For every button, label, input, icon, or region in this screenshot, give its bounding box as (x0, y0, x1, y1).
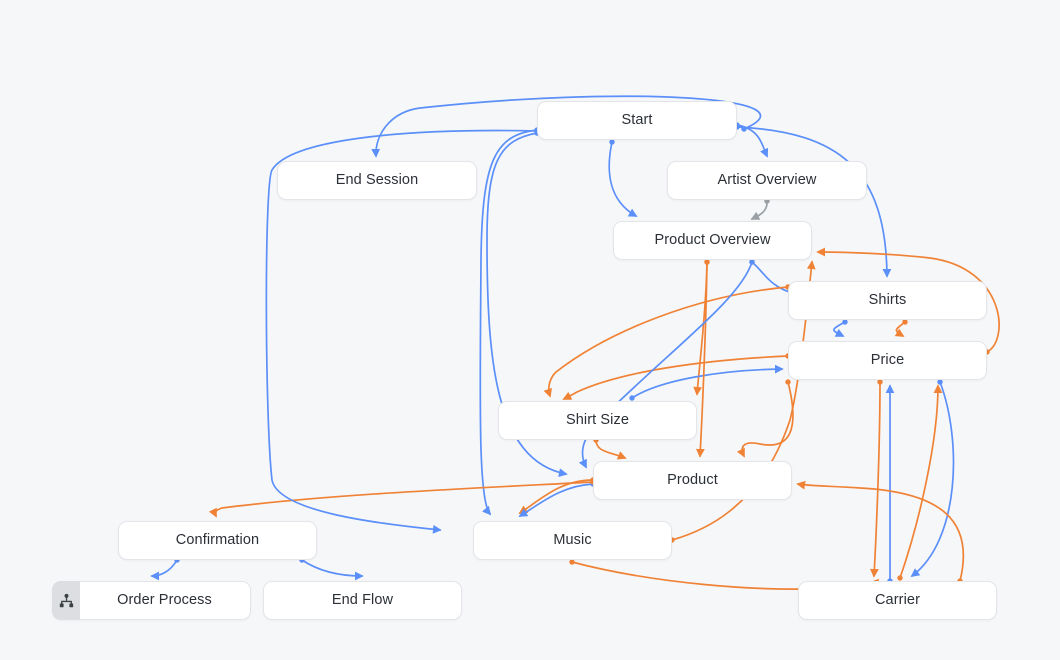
edge-start-to-artist-overview[interactable] (734, 122, 769, 158)
edge-shirts-to-shirt-size[interactable] (543, 284, 791, 398)
edge-confirmation-to-order-process[interactable] (150, 557, 180, 581)
node-label-end-session: End Session (335, 172, 419, 189)
edge-shirt-size-to-price[interactable] (629, 364, 784, 401)
edge-product-to-music[interactable] (518, 481, 596, 517)
edge-price-to-shirt-size[interactable] (562, 353, 791, 400)
node-confirmation[interactable]: Confirmation (118, 521, 317, 560)
node-carrier[interactable]: Carrier (798, 581, 997, 620)
edge-price-to-carrier[interactable] (869, 379, 883, 578)
node-price[interactable]: Price (788, 341, 987, 380)
edge-product-to-confirmation[interactable] (208, 479, 596, 518)
node-end-flow[interactable]: End Flow (263, 581, 462, 620)
node-product-overview[interactable]: Product Overview (613, 221, 812, 260)
node-label-order-process: Order Process (117, 592, 212, 609)
node-label-carrier: Carrier (874, 592, 920, 609)
node-shirts[interactable]: Shirts (788, 281, 987, 320)
node-label-music: Music (553, 532, 592, 549)
sitemap-icon (52, 581, 80, 620)
node-label-end-flow: End Flow (331, 592, 394, 609)
node-label-price: Price (870, 352, 905, 369)
edge-product-to-music[interactable] (518, 477, 596, 514)
edge-shirts-to-price[interactable] (833, 319, 848, 337)
edge-shirt-size-to-product[interactable] (593, 437, 627, 460)
edge-artist-overview-to-product-overview[interactable] (750, 198, 770, 220)
node-shirt-size[interactable]: Shirt Size (498, 401, 697, 440)
edge-price-to-carrier[interactable] (910, 379, 955, 578)
node-artist-overview[interactable]: Artist Overview (667, 161, 867, 200)
node-start[interactable]: Start (537, 101, 737, 140)
edge-product-overview-to-product[interactable] (695, 259, 710, 458)
node-label-artist-overview: Artist Overview (717, 172, 817, 189)
node-music[interactable]: Music (473, 521, 672, 560)
node-product[interactable]: Product (593, 461, 792, 500)
node-label-product-overview: Product Overview (654, 232, 771, 249)
edge-start-to-product-overview[interactable] (608, 139, 638, 217)
edge-price-to-product[interactable] (736, 379, 794, 458)
node-label-start: Start (621, 112, 653, 129)
edge-start-to-music[interactable] (479, 127, 540, 516)
node-end-session[interactable]: End Session (277, 161, 477, 200)
edge-shirts-to-price[interactable] (894, 319, 908, 337)
node-order-process[interactable]: Order Process (52, 581, 251, 620)
edge-product-overview-to-shirt-size[interactable] (693, 259, 710, 396)
node-label-shirts: Shirts (868, 292, 907, 309)
edge-carrier-to-price[interactable] (897, 384, 943, 581)
edge-confirmation-to-end-flow[interactable] (299, 557, 364, 581)
node-label-shirt-size: Shirt Size (565, 412, 630, 429)
node-label-product: Product (667, 472, 718, 489)
edge-carrier-to-product[interactable] (796, 480, 965, 584)
node-label-confirmation: Confirmation (175, 532, 260, 549)
